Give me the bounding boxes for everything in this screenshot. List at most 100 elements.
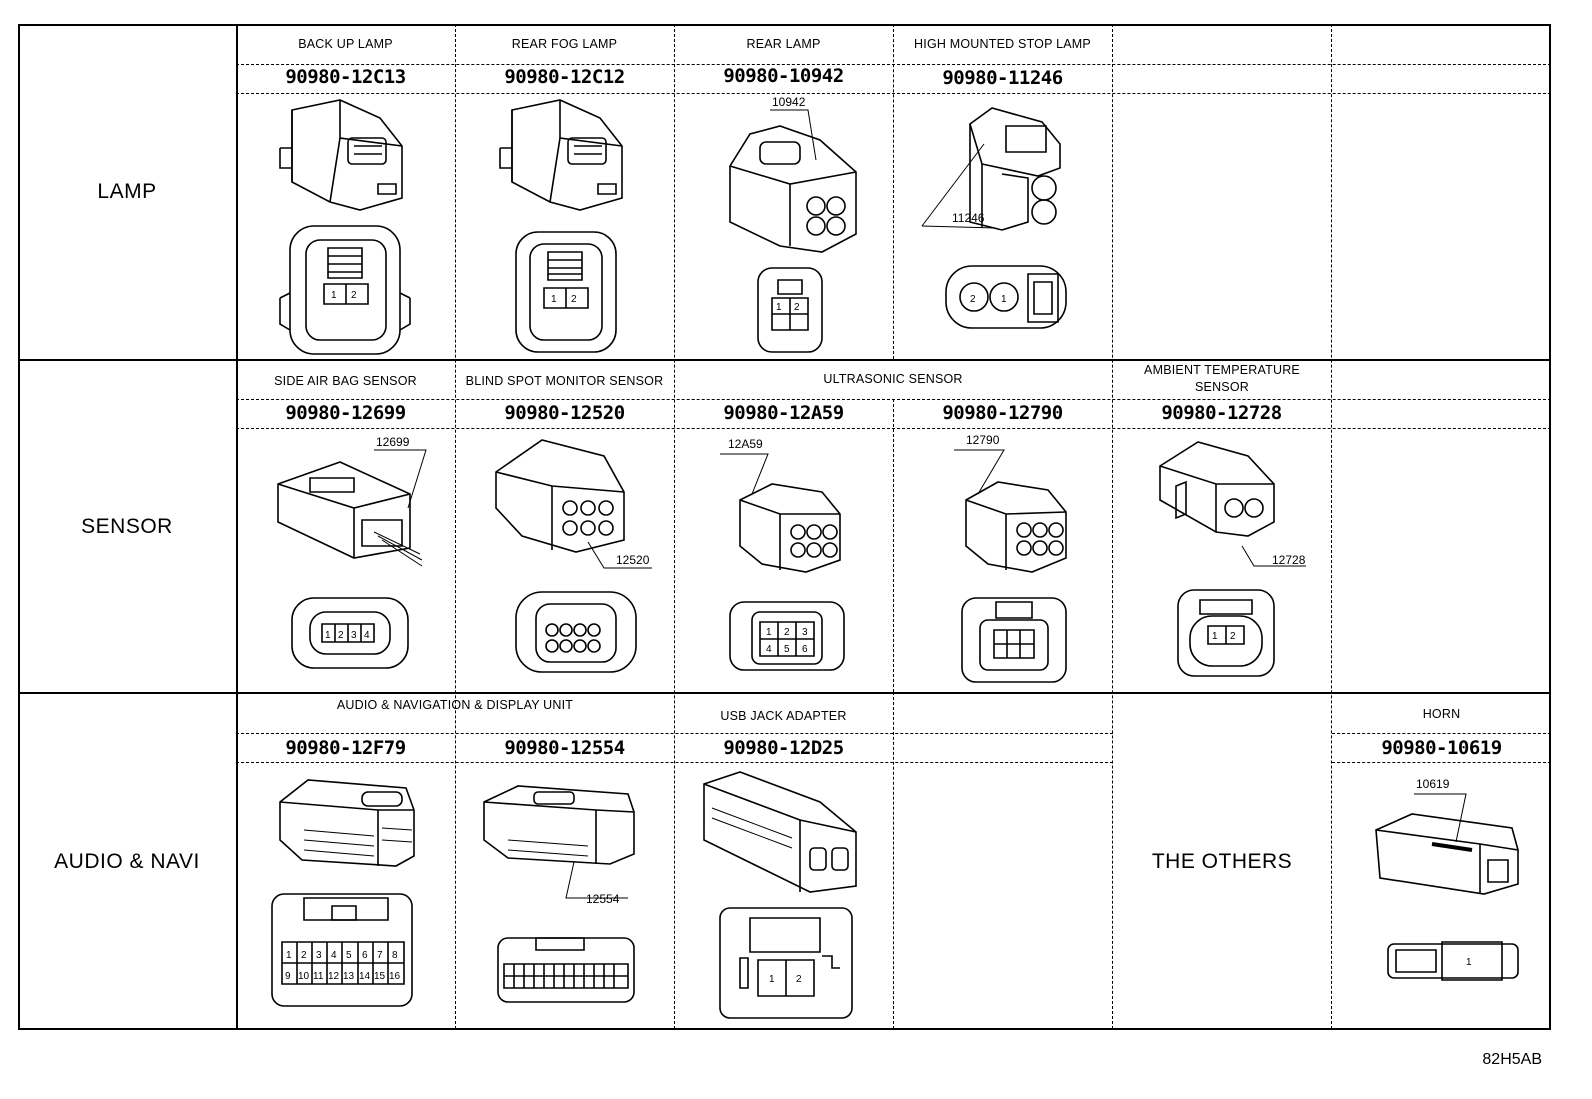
part-number: 90980-12A59 <box>723 402 844 424</box>
svg-text:1: 1 <box>1001 294 1007 305</box>
grid-line <box>893 399 894 692</box>
header-usb-jack-adapter: USB JACK ADAPTER <box>720 709 847 723</box>
svg-text:10: 10 <box>298 971 310 982</box>
svg-text:2: 2 <box>784 627 790 638</box>
grid-line <box>455 24 456 1029</box>
grid-line <box>18 24 20 1029</box>
svg-text:8: 8 <box>392 950 398 961</box>
grid-line <box>1112 24 1113 1029</box>
grid-line <box>1549 24 1551 1029</box>
svg-text:4: 4 <box>364 630 370 641</box>
header-rear-lamp: REAR LAMP <box>746 37 821 51</box>
the-others-label: THE OTHERS <box>1151 850 1293 873</box>
header-rear-fog-lamp: REAR FOG LAMP <box>511 37 618 51</box>
part-number: 90980-12D25 <box>723 737 844 759</box>
svg-text:1: 1 <box>769 974 775 985</box>
svg-text:14: 14 <box>359 971 371 982</box>
category-label-audio-navi: AUDIO & NAVI <box>54 850 200 873</box>
category-label-lamp: LAMP <box>97 180 157 203</box>
svg-text:11: 11 <box>313 971 324 982</box>
part-number: 90980-12C13 <box>285 66 406 88</box>
svg-text:9: 9 <box>285 971 291 982</box>
high-mounted-stop-lamp-connector-drawing: 11246 2 1 <box>912 104 1092 336</box>
header-horn: HORN <box>1422 707 1461 721</box>
grid-line <box>18 359 1551 361</box>
back-up-lamp-connector-drawing: 1 2 <box>270 98 420 358</box>
header-ambient-temperature-sensor: AMBIENT TEMPERATURE SENSOR <box>1144 363 1300 394</box>
part-number: 90980-10942 <box>723 65 844 87</box>
svg-text:15: 15 <box>374 971 386 982</box>
svg-text:2: 2 <box>301 950 307 961</box>
svg-text:5: 5 <box>346 950 352 961</box>
callout-label: 12790 <box>966 433 1000 447</box>
svg-text:1: 1 <box>766 627 772 638</box>
header-ultrasonic-sensor: ULTRASONIC SENSOR <box>823 372 963 386</box>
svg-text:2: 2 <box>338 630 344 641</box>
grid-line <box>674 24 675 1029</box>
svg-text:3: 3 <box>316 950 322 961</box>
rear-lamp-connector-drawing: 10942 1 2 <box>720 95 870 356</box>
side-air-bag-sensor-connector-drawing: 12699 1 2 3 4 <box>270 435 430 677</box>
callout-label: 12728 <box>1272 553 1306 567</box>
svg-text:2: 2 <box>1230 631 1236 642</box>
category-label-sensor: SENSOR <box>81 515 173 538</box>
part-number: 90980-11246 <box>942 67 1063 89</box>
ambient-temperature-sensor-connector-drawing: 12728 1 2 <box>1146 436 1316 681</box>
callout-label: 12699 <box>376 435 410 449</box>
grid-line <box>18 1028 1551 1030</box>
header-high-mounted-stop-lamp: HIGH MOUNTED STOP LAMP <box>914 37 1091 51</box>
diagram-code: 82H5AB <box>1482 1051 1542 1068</box>
svg-text:12: 12 <box>328 971 340 982</box>
grid-line <box>893 692 894 1029</box>
svg-text:1: 1 <box>551 294 557 305</box>
ultrasonic-sensor-12790-connector-drawing: 12790 <box>938 433 1088 687</box>
callout-label: 10619 <box>1416 777 1450 791</box>
header-blind-spot-monitor-sensor: BLIND SPOT MONITOR SENSOR <box>465 374 664 388</box>
audio-navigation-12554-connector-drawing: 12554 <box>478 778 648 1008</box>
header-side-air-bag-sensor: SIDE AIR BAG SENSOR <box>274 374 417 388</box>
grid-line <box>236 24 238 1029</box>
svg-text:4: 4 <box>331 950 337 961</box>
part-number: 90980-12554 <box>504 737 625 759</box>
svg-text:2: 2 <box>794 302 800 313</box>
grid-line <box>893 24 894 359</box>
part-number: 90980-12C12 <box>504 66 625 88</box>
horn-connector-drawing: 10619 1 <box>1362 777 1532 989</box>
part-number: 90980-12728 <box>1161 402 1282 424</box>
svg-text:1: 1 <box>776 302 782 313</box>
ultrasonic-sensor-12a59-connector-drawing: 12A59 1 2 3 4 5 6 <box>712 437 862 684</box>
svg-text:1: 1 <box>1466 957 1472 968</box>
svg-text:4: 4 <box>766 644 772 655</box>
svg-text:1: 1 <box>1212 631 1218 642</box>
svg-text:1: 1 <box>325 630 331 641</box>
rear-fog-lamp-connector-drawing: 1 2 <box>490 98 640 358</box>
usb-jack-adapter-connector-drawing: 1 2 <box>700 768 870 1023</box>
blind-spot-monitor-sensor-connector-drawing: 12520 <box>492 432 662 682</box>
callout-label: 12A59 <box>728 437 763 451</box>
callout-label: 10942 <box>772 95 806 109</box>
svg-text:5: 5 <box>784 644 790 655</box>
grid-line <box>1332 762 1551 763</box>
part-number: 90980-10619 <box>1381 737 1502 759</box>
svg-text:2: 2 <box>571 294 577 305</box>
audio-navigation-12f79-connector-drawing: 1 2 3 4 5 6 7 8 9 10 11 12 13 14 15 16 <box>268 770 428 1015</box>
part-number: 90980-12790 <box>942 402 1063 424</box>
part-number: 90980-12F79 <box>285 737 406 759</box>
callout-label: 12554 <box>586 892 620 906</box>
svg-text:1: 1 <box>286 950 292 961</box>
svg-text:16: 16 <box>389 971 401 982</box>
grid-line <box>1332 733 1551 734</box>
svg-text:6: 6 <box>362 950 368 961</box>
part-number: 90980-12520 <box>504 402 625 424</box>
grid-line <box>18 692 1551 694</box>
svg-text:7: 7 <box>377 950 383 961</box>
header-back-up-lamp: BACK UP LAMP <box>298 37 393 51</box>
svg-text:3: 3 <box>351 630 357 641</box>
grid-line <box>18 24 1551 26</box>
svg-text:3: 3 <box>802 627 808 638</box>
svg-text:1: 1 <box>331 290 337 301</box>
svg-text:13: 13 <box>343 971 355 982</box>
svg-text:6: 6 <box>802 644 808 655</box>
svg-text:2: 2 <box>796 974 802 985</box>
